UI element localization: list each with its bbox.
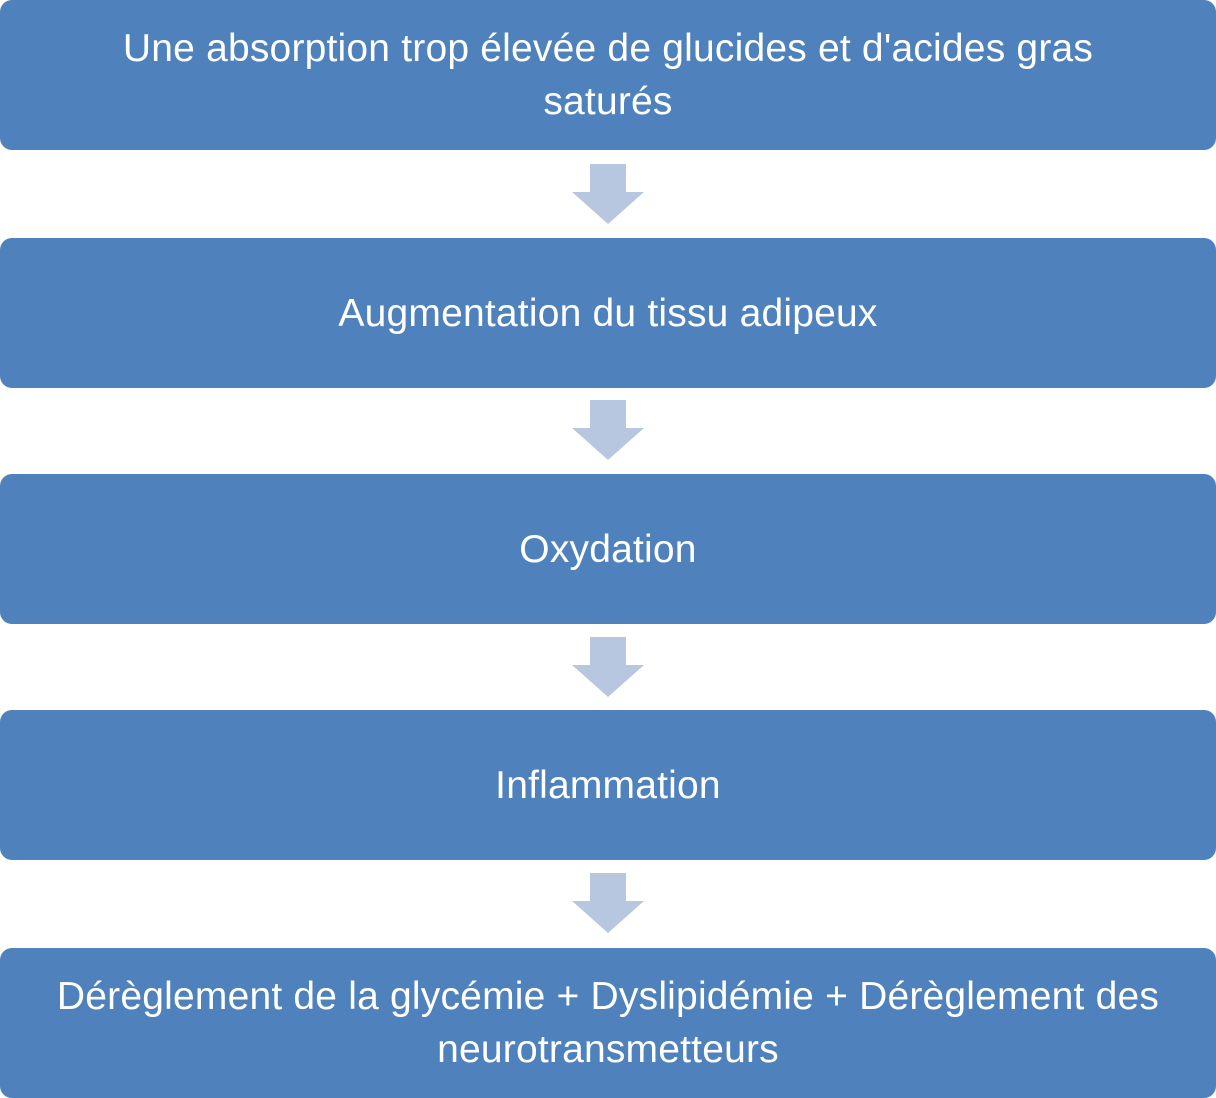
down-arrow-icon: [572, 164, 644, 224]
step-box-oxidation: Oxydation: [0, 474, 1216, 624]
down-arrow-icon: [572, 400, 644, 460]
step-label: Une absorption trop élevée de glucides e…: [122, 27, 1094, 123]
step-label: Augmentation du tissu adipeux: [338, 291, 878, 335]
step-label: Oxydation: [519, 527, 697, 571]
down-arrow-icon: [572, 637, 644, 697]
step-box-inflammation: Inflammation: [0, 710, 1216, 860]
step-box-dysregulation: Dérèglement de la glycémie + Dyslipidémi…: [0, 948, 1216, 1098]
step-label: Dérèglement de la glycémie + Dyslipidémi…: [56, 975, 1160, 1071]
step-label: Inflammation: [495, 763, 721, 807]
step-box-high-intake: Une absorption trop élevée de glucides e…: [0, 0, 1216, 150]
step-box-adipose-tissue: Augmentation du tissu adipeux: [0, 238, 1216, 388]
down-arrow-icon: [572, 873, 644, 933]
